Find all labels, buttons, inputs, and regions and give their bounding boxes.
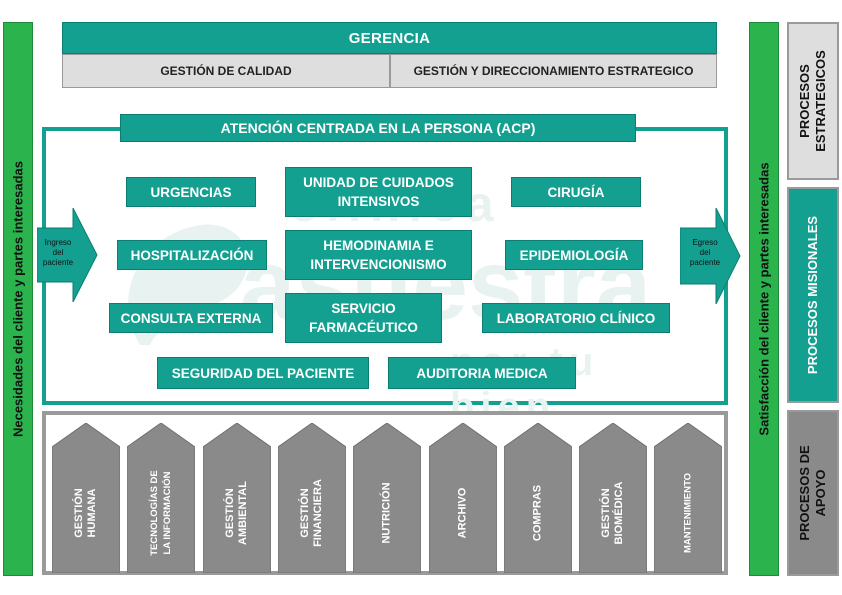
support-process-label-line1: NUTRICIÓN xyxy=(380,482,393,544)
ingreso-label: Ingreso del paciente xyxy=(42,238,74,267)
acp-title: ATENCIÓN CENTRADA EN LA PERSONA (ACP) xyxy=(120,114,636,142)
gerencia-header: GERENCIA xyxy=(62,22,717,54)
support-process-label-line2: AMBIENTAL xyxy=(236,481,249,545)
ingreso-arrow-icon xyxy=(36,207,98,303)
category-misionales: PROCESOS MISIONALES xyxy=(787,187,839,403)
right-satisfaction-label: Satisfacción del cliente y partes intere… xyxy=(756,162,772,436)
support-chevron-icon xyxy=(428,423,497,573)
support-chevron-icon xyxy=(353,423,422,573)
consulta-externa-box: CONSULTA EXTERNA xyxy=(109,303,273,333)
support-process-label: NUTRICIÓN xyxy=(381,482,394,543)
gestion-calidad-box: GESTIÓN DE CALIDAD xyxy=(62,54,390,88)
support-process-label: MANTENIMIENTO xyxy=(682,473,695,553)
support-chevron-icon xyxy=(579,423,648,573)
support-chevron-icon xyxy=(277,423,346,573)
support-process-item: NUTRICIÓN xyxy=(353,423,422,573)
support-process-label-line1: GESTIÓN xyxy=(73,488,85,538)
support-chevron-icon xyxy=(503,423,572,573)
support-process-label-line1: TECNOLOGÍAS DE xyxy=(149,470,161,556)
category-estrategicos: PROCESOS ESTRATEGICOS xyxy=(787,22,839,180)
hemodinamia-box: HEMODINAMIA E INTERVENCIONISMO xyxy=(285,230,472,280)
support-process-label-line2: FINANCIERA xyxy=(311,479,324,547)
laboratorio-clinico-box: LABORATORIO CLÍNICO xyxy=(482,303,670,333)
category-apoyo-label: PROCESOS DE APOYO xyxy=(797,445,828,541)
ingreso-arrow: Ingreso del paciente xyxy=(36,207,99,303)
epidemiologia-box: EPIDEMIOLOGÍA xyxy=(505,240,643,270)
seguridad-paciente-box: SEGURIDAD DEL PACIENTE xyxy=(157,357,369,389)
left-needs-bar: Necesidades del cliente y partes interes… xyxy=(3,22,33,576)
uci-box: UNIDAD DE CUIDADOS INTENSIVOS xyxy=(285,167,472,217)
egreso-arrow-icon xyxy=(679,207,741,305)
support-process-item: ARCHIVO xyxy=(428,423,497,573)
support-process-label-line2: LA INFORMACIÓN xyxy=(162,471,174,555)
support-chevron-icon xyxy=(52,423,120,573)
left-needs-label: Necesidades del cliente y partes interes… xyxy=(10,160,26,438)
gestion-direccionamiento-box: GESTIÓN Y DIRECCIONAMIENTO ESTRATEGICO xyxy=(390,54,717,88)
urgencias-box: URGENCIAS xyxy=(126,177,256,207)
servicio-farmaceutico-box: SERVICIO FARMACÉUTICO xyxy=(285,293,442,343)
support-process-label-line1: ARCHIVO xyxy=(456,487,468,539)
category-misionales-label: PROCESOS MISIONALES xyxy=(805,215,820,375)
support-chevron-icon xyxy=(202,423,271,573)
right-satisfaction-bar: Satisfacción del cliente y partes intere… xyxy=(749,22,779,576)
hospitalizacion-box: HOSPITALIZACIÓN xyxy=(117,240,267,270)
auditoria-medica-box: AUDITORIA MEDICA xyxy=(388,357,576,389)
support-process-label-line1: COMPRAS xyxy=(531,484,544,542)
support-process-label-line1: GESTIÓN xyxy=(600,488,613,538)
support-process-label: ARCHIVO xyxy=(456,488,469,539)
category-apoyo: PROCESOS DE APOYO xyxy=(787,410,839,576)
category-estrategicos-label: PROCESOS ESTRATEGICOS xyxy=(797,50,828,152)
egreso-label: Egreso del paciente xyxy=(689,238,721,267)
support-process-label-line2: HUMANA xyxy=(86,488,98,538)
support-process-item: MANTENIMIENTO xyxy=(654,423,723,573)
egreso-arrow: Egreso del paciente xyxy=(679,207,742,305)
support-process-item: COMPRAS xyxy=(503,423,572,573)
support-process-label-line1: GESTIÓN xyxy=(298,488,311,538)
support-process-label: COMPRAS xyxy=(531,485,544,541)
support-process-label-line1: GESTIÓN xyxy=(223,488,236,538)
support-chevron-icon xyxy=(654,423,723,573)
cirugia-box: CIRUGÍA xyxy=(511,177,641,207)
support-process-label-line2: BIOMÉDICA xyxy=(613,481,626,545)
support-chevron-icon xyxy=(127,423,196,573)
support-process-label-line1: MANTENIMIENTO xyxy=(682,472,694,554)
